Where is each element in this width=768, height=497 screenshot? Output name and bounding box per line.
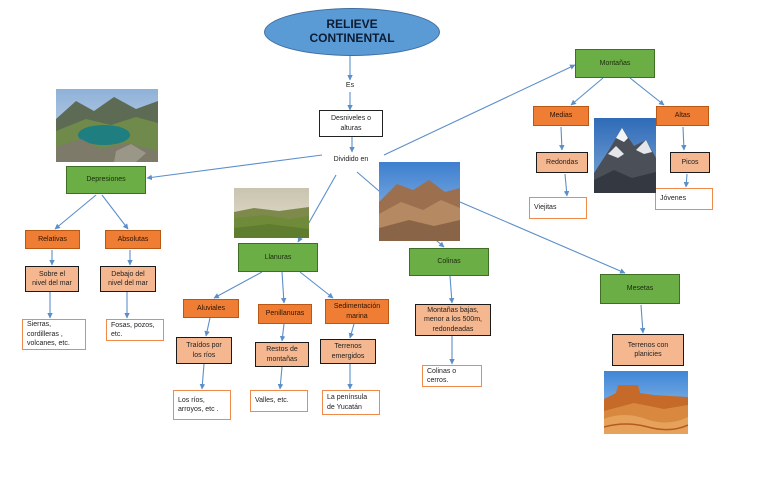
connector: [279, 323, 286, 342]
mesetas-box: Mesetas: [600, 274, 680, 304]
dividido-label: Dividido en: [333, 156, 369, 164]
ejemplo-medias-box: Viejitas: [529, 197, 587, 219]
connector: [277, 366, 284, 390]
sedimentacion-box: Sedimentación marina: [325, 299, 389, 324]
altas-box: Altas: [656, 106, 709, 126]
connector: [383, 64, 576, 156]
colinas-box: Colinas: [409, 248, 489, 276]
connector: [448, 275, 455, 304]
ejemplo-altas-box: Jóvenes: [655, 188, 713, 210]
connector: [563, 173, 570, 197]
llanuras-box: Llanuras: [238, 243, 318, 272]
connector: [559, 126, 565, 151]
picos-box: Picos: [670, 152, 710, 173]
connector: [639, 304, 646, 334]
ejemplo-absolutas-box: Fosas, pozos, etc.: [106, 319, 164, 341]
connector: [280, 271, 287, 304]
montanas-box: Montañas: [575, 49, 655, 78]
connector: [348, 323, 355, 339]
connector: [629, 77, 665, 106]
connector: [199, 363, 206, 390]
connector: [570, 77, 604, 106]
connector: [204, 317, 211, 337]
ejemplo-penillanuras-box: Valles, etc.: [250, 390, 308, 412]
terrenos-emergidos-box: Terrenos emergidos: [320, 339, 376, 364]
connector: [299, 271, 334, 299]
connector: [683, 173, 690, 188]
connector: [101, 194, 129, 230]
connector: [681, 126, 687, 151]
restos-montanas-box: Restos de montañas: [255, 342, 309, 367]
plains-photo: [234, 188, 309, 238]
depresiones-box: Depresiones: [66, 166, 146, 194]
medias-box: Medias: [533, 106, 589, 126]
connector: [54, 194, 97, 230]
plateau-photo: [604, 371, 688, 434]
ejemplo-relativas-box: Sierras, cordilleras , volcanes, etc.: [22, 319, 86, 350]
ejemplo-aluviales-box: Los ríos, arroyos, etc .: [173, 390, 231, 420]
ejemplo-colinas-box: Colinas o cerros.: [422, 365, 482, 387]
connector: [146, 154, 323, 181]
link-word-es: Es: [345, 82, 355, 90]
traidos-rios-box: Traídos por los ríos: [176, 337, 232, 364]
sobre-nivel-box: Sobre el nivel del mar: [25, 266, 79, 292]
high-mountain-photo: [594, 118, 656, 193]
absolutas-box: Absolutas: [105, 230, 161, 249]
hills-photo: [379, 162, 460, 241]
penillanuras-box: Penillanuras: [258, 304, 312, 324]
relativas-box: Relativas: [25, 230, 80, 249]
connector: [459, 201, 626, 274]
redondas-box: Redondas: [536, 152, 588, 173]
connector: [213, 271, 263, 299]
colinas-desc-box: Montañas bajas, menor a los 500m, redond…: [415, 304, 491, 336]
desniveles-box: Desniveles o alturas: [319, 110, 383, 137]
depression-lake-photo: [56, 89, 158, 162]
aluviales-box: Aluviales: [183, 299, 239, 318]
main-title: RELIEVE CONTINENTAL: [264, 8, 440, 56]
debajo-nivel-box: Debajo del nivel del mar: [100, 266, 156, 292]
mesetas-desc-box: Terrenos con planicies: [612, 334, 684, 366]
ejemplo-sedimentacion-box: La península de Yucatán: [322, 390, 380, 415]
